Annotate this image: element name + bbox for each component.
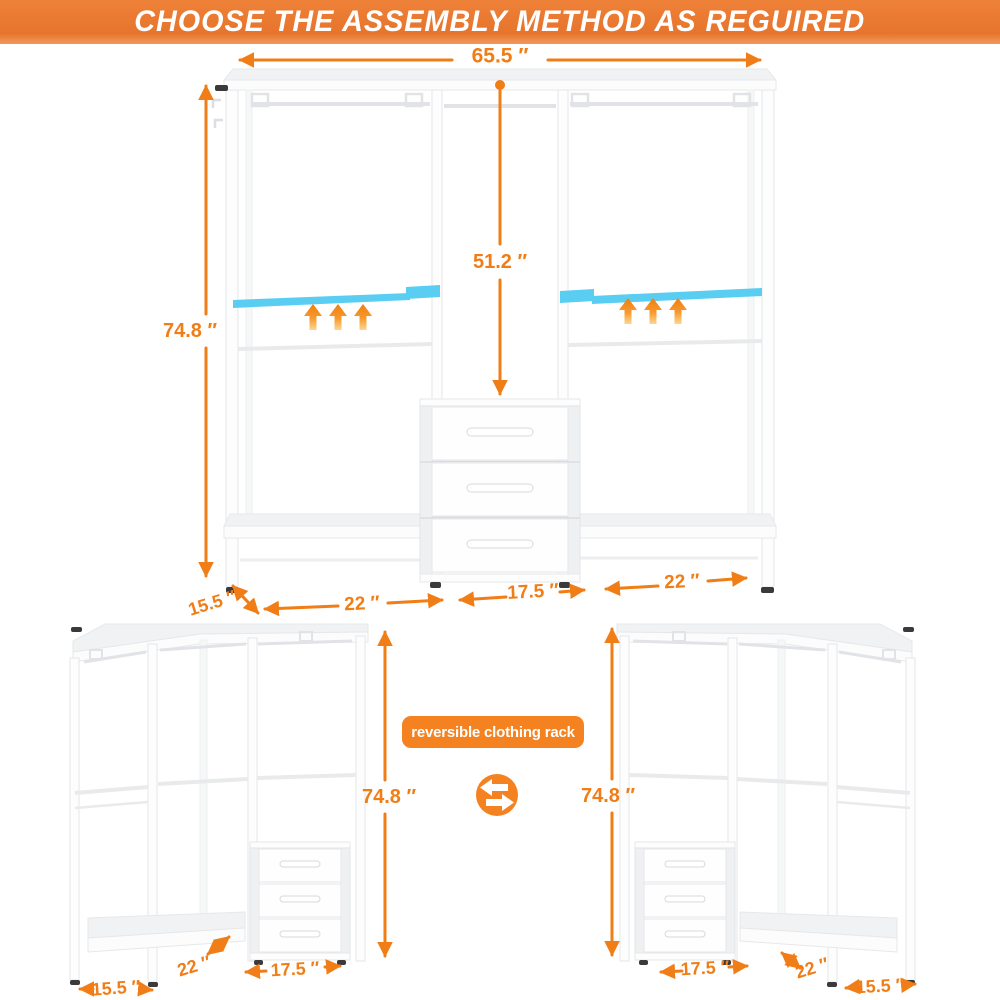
rack-post — [905, 657, 916, 981]
foot-pad — [761, 587, 774, 593]
hanging-rods — [632, 631, 902, 664]
drawer — [431, 462, 569, 517]
drawer-handle — [279, 860, 321, 868]
header-title: CHOOSE THE ASSEMBLY METHOD AS REGUIRED — [134, 5, 866, 38]
corner-cap — [215, 85, 228, 91]
foot-pad — [148, 982, 158, 987]
reversible-label-badge: reversible clothing rack — [402, 716, 584, 748]
dimension-lines-right — [604, 627, 917, 995]
drawer-handle — [664, 860, 706, 868]
rack-post — [727, 637, 738, 962]
dim-drawer-section-width: 17.5 ″ — [506, 580, 560, 604]
dim-left-rack-height: 74.8 ″ — [361, 786, 417, 808]
foot-pad — [639, 960, 648, 965]
rack-post — [69, 657, 80, 981]
drawer-handle — [279, 895, 321, 903]
foot-pad — [254, 960, 263, 965]
dim-left-rack-depth: 15.5 ″ — [91, 976, 141, 1000]
drawer-unit — [419, 398, 581, 588]
dim-right-rack-drawer: 17.5 ″ — [680, 956, 730, 980]
drawer-handle — [664, 930, 706, 938]
drawer-unit — [634, 841, 736, 965]
drawer-handle — [466, 539, 534, 549]
dim-overall-width: 65.5 ″ — [471, 44, 529, 68]
dimension-lines-left — [78, 630, 393, 997]
rack-back-post — [747, 89, 755, 526]
hanging-rods — [83, 631, 353, 664]
drawer-handle — [466, 483, 534, 493]
foot-pad — [430, 582, 441, 588]
foot-pad — [722, 960, 731, 965]
rack-post — [761, 89, 775, 588]
foot-pad — [337, 960, 346, 965]
header-banner: CHOOSE THE ASSEMBLY METHOD AS REGUIRED — [0, 0, 1000, 44]
rack-post — [355, 635, 366, 962]
corner-cap — [71, 627, 82, 632]
dim-hanging-height: 51.2 ″ — [472, 251, 528, 273]
rack-post — [619, 635, 630, 962]
dim-overall-height: 74.8 ″ — [162, 320, 218, 342]
rack-post — [247, 637, 258, 962]
reversible-label: reversible clothing rack — [411, 723, 575, 741]
rod-brackets — [250, 92, 752, 108]
swap-arrows-icon — [476, 774, 518, 816]
left-l-rack-illustration — [69, 623, 369, 987]
mid-rails — [74, 773, 357, 810]
dimension-lines-main — [198, 52, 762, 617]
dim-right-rack-depth: 15.5 ″ — [855, 974, 905, 998]
foot-pad — [827, 982, 837, 987]
hanging-rods — [252, 102, 758, 108]
right-l-rack-illustration — [616, 623, 916, 987]
height-adjust-arrows — [304, 298, 687, 330]
dim-left-section-width: 22 ″ — [343, 592, 381, 616]
drawer-handle — [664, 895, 706, 903]
drawer-handle — [466, 427, 534, 437]
mid-rails — [628, 773, 911, 810]
corner-cap — [903, 627, 914, 632]
dimension-dot — [495, 80, 505, 90]
mid-rails — [237, 339, 763, 351]
main-rack-illustration — [211, 68, 778, 593]
rack-post — [225, 89, 239, 588]
side-hook — [213, 118, 223, 128]
foot-pad — [559, 582, 570, 588]
foot-pad — [70, 980, 80, 985]
dim-left-rack-drawer: 17.5 ″ — [270, 957, 320, 981]
adjustable-shelf-highlight — [233, 285, 762, 308]
rack-back-post — [245, 89, 253, 526]
side-hook — [211, 98, 221, 108]
drawer-handle — [279, 930, 321, 938]
dim-right-rack-height: 74.8 ″ — [580, 785, 636, 807]
drawer-unit — [249, 841, 351, 965]
dim-right-section-width: 22 ″ — [663, 570, 701, 594]
